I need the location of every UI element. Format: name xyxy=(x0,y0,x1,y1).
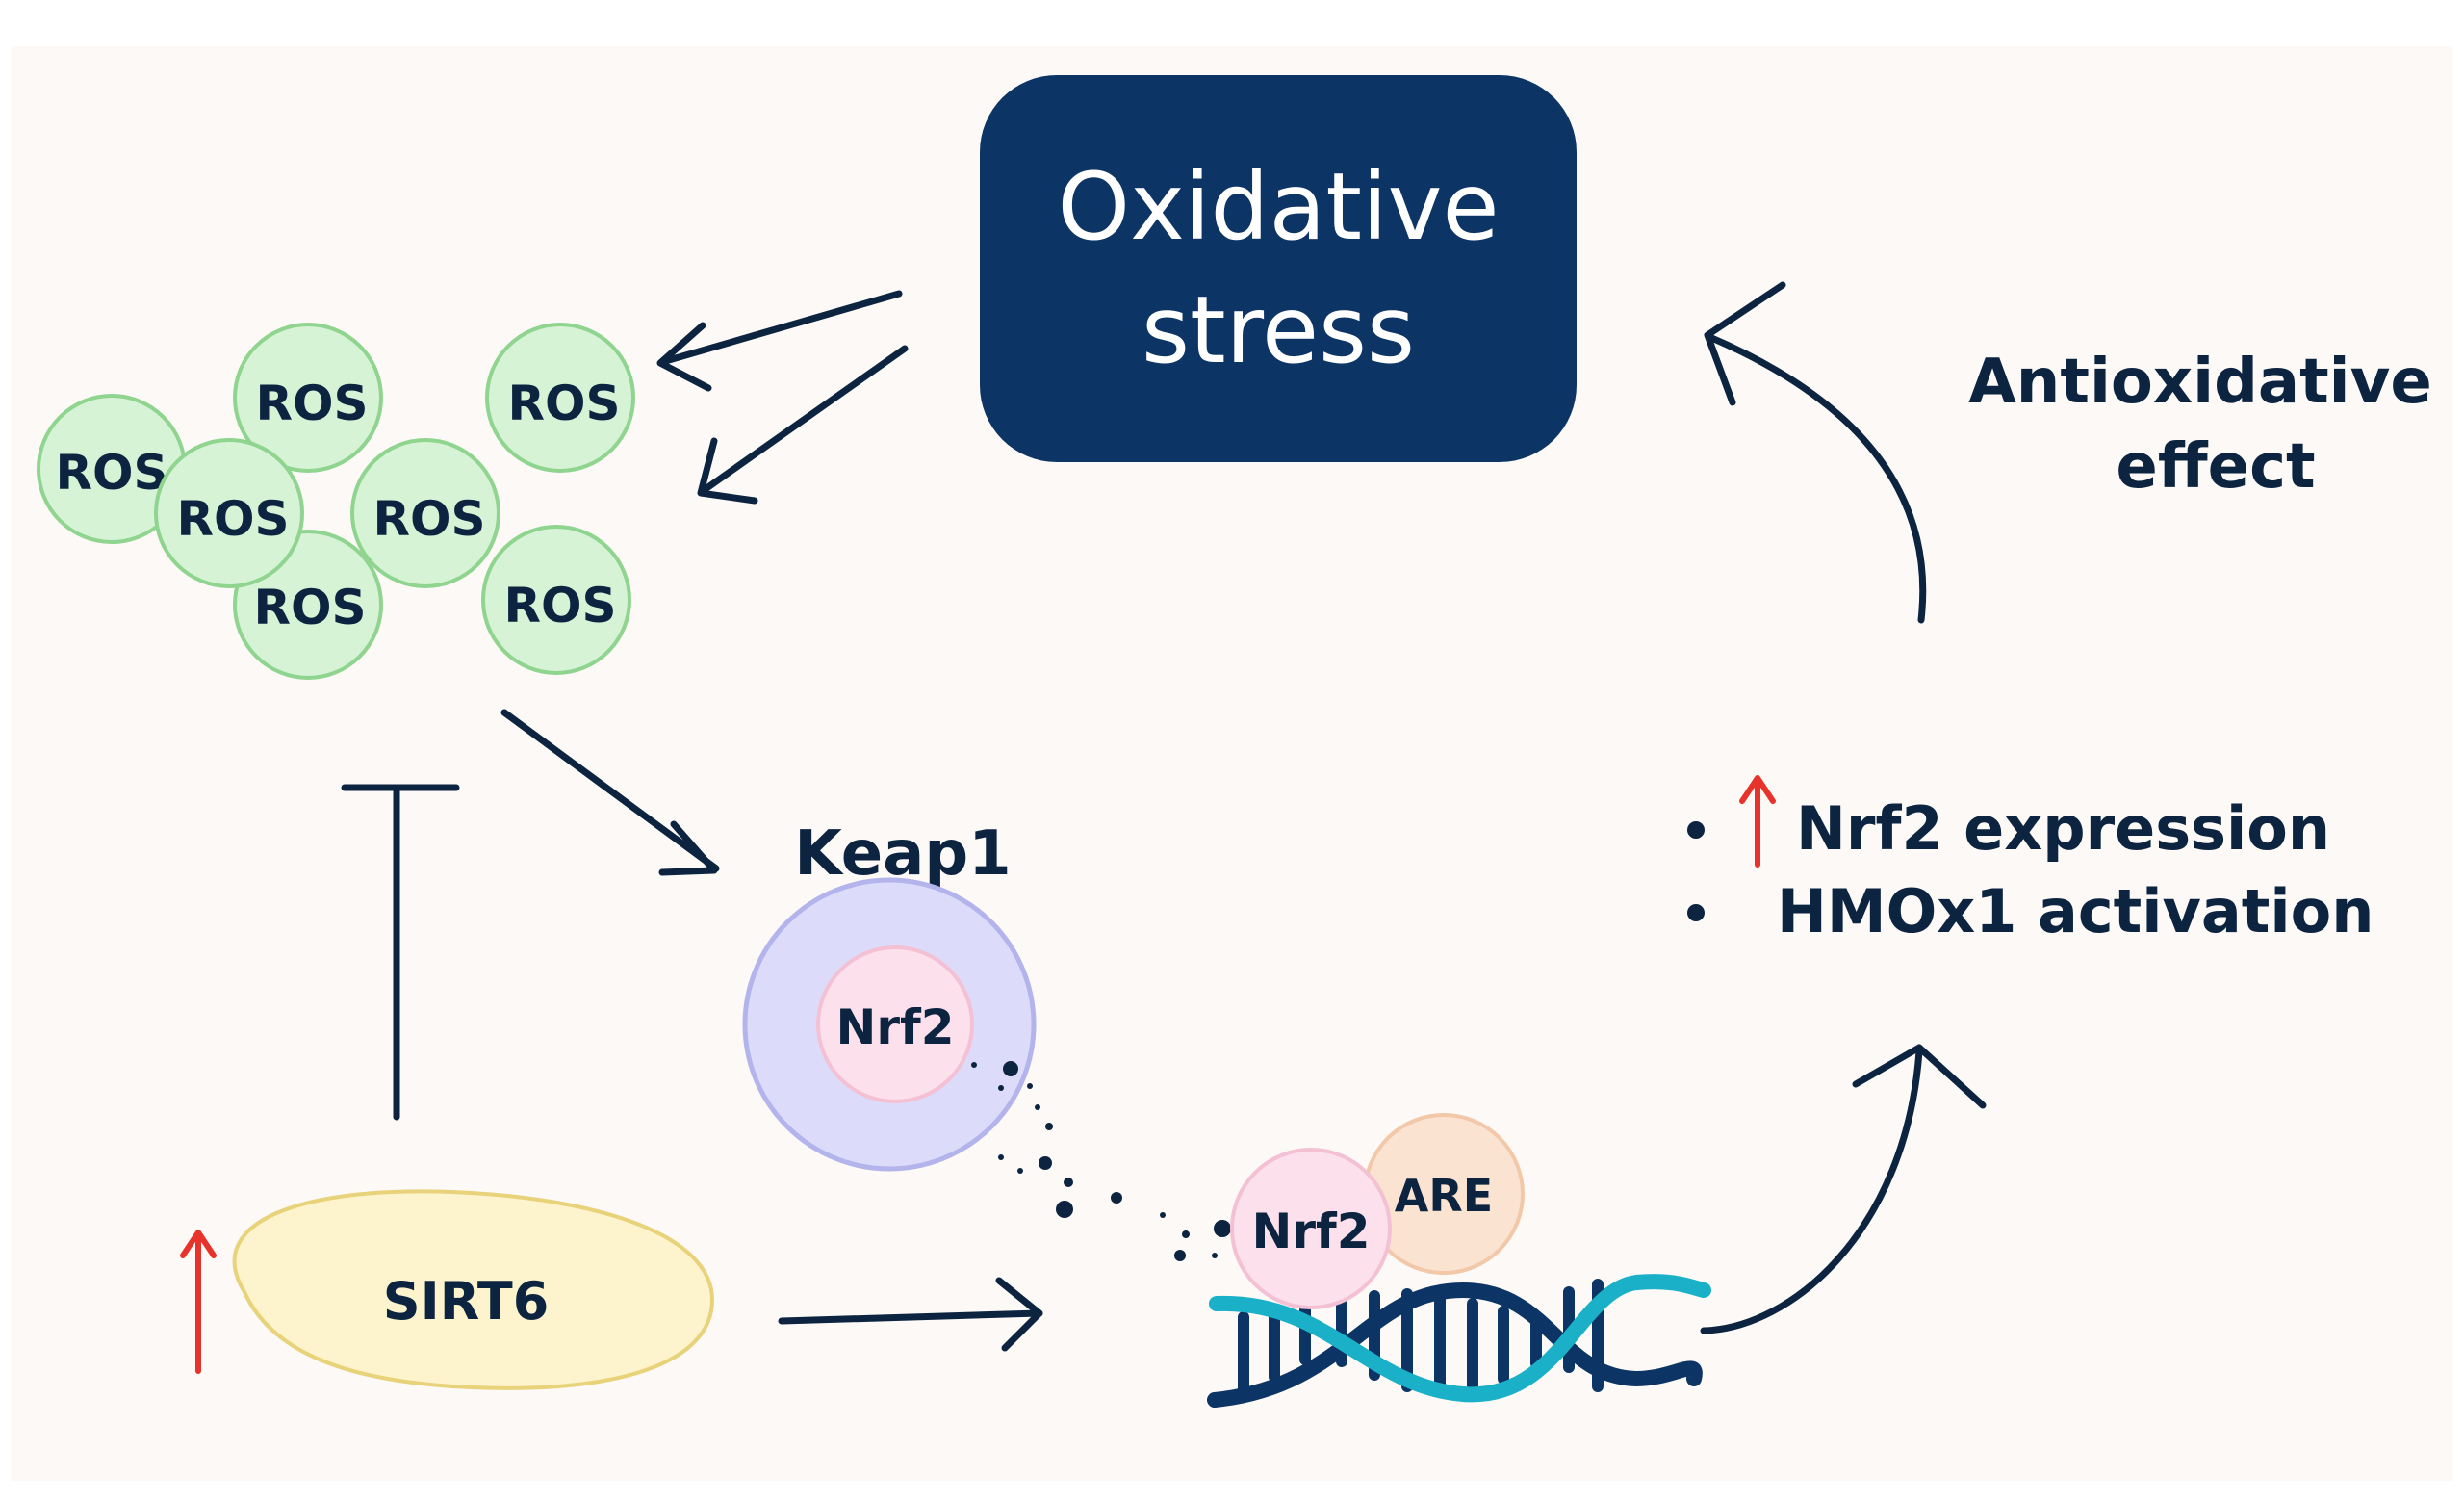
sirt6-to-dna-arrow xyxy=(778,1277,1043,1352)
bound-nrf2-label: Nrf2 xyxy=(1251,1204,1370,1259)
oxidative-stress-line1: Oxidative xyxy=(1058,153,1500,261)
sirt6-inhibits-ros xyxy=(341,784,460,1121)
are-circle: ARE xyxy=(1363,1113,1525,1275)
bullet-icon xyxy=(1687,904,1705,921)
keap1-nrf2-label: Nrf2 xyxy=(835,999,954,1055)
oxidative-stress-box: Oxidative stress xyxy=(980,75,1577,462)
antioxidative-line2: effect xyxy=(2116,431,2315,503)
svg-text:ROS: ROS xyxy=(503,578,616,634)
are-label: ARE xyxy=(1395,1170,1493,1222)
bullet-icon xyxy=(1687,821,1705,839)
ros-circle: ROS xyxy=(154,438,304,588)
sirt6-blob: SIRT6 xyxy=(232,1189,715,1390)
sirt6-label: SIRT6 xyxy=(383,1271,550,1332)
antioxidative-line1: Antioxidative xyxy=(1968,347,2431,418)
effect-nrf2-expression: Nrf2 expression xyxy=(1796,793,2330,864)
stress-to-ros-arrows xyxy=(656,290,909,505)
svg-text:ROS: ROS xyxy=(253,580,366,635)
nrf2-up-arrow-icon xyxy=(1739,775,1776,868)
keap1-nrf2-complex: Nrf2 xyxy=(742,877,1037,1172)
svg-text:ROS: ROS xyxy=(507,376,620,431)
ros-cluster: ROS ROS ROS ROS ROS ROS ROS xyxy=(37,323,635,680)
dna-helix-icon xyxy=(1207,1274,1711,1408)
dna-to-effects-arrow xyxy=(1700,1044,1987,1334)
ros-circle: ROS xyxy=(481,525,631,675)
ros-circle: ROS xyxy=(37,394,187,544)
oxidative-stress-line2: stress xyxy=(1142,276,1415,384)
svg-text:ROS: ROS xyxy=(255,376,368,431)
ros-circle: ROS xyxy=(233,323,383,473)
effects-to-stress-arrow xyxy=(1704,281,1927,624)
keap1-label: Keap1 xyxy=(794,818,1011,890)
bound-nrf2-circle: Nrf2 xyxy=(1230,1148,1392,1309)
ros-circle: ROS xyxy=(485,323,635,473)
svg-text:ROS: ROS xyxy=(372,491,485,547)
effects-list: Nrf2 expression HMOx1 activation xyxy=(1687,775,2374,946)
ros-to-keap1-arrow xyxy=(500,709,720,876)
effect-hmox1-activation: HMOx1 activation xyxy=(1777,876,2374,946)
ros-circle: ROS xyxy=(350,438,500,588)
sirt6-up-arrow-icon xyxy=(180,1230,217,1374)
svg-text:ROS: ROS xyxy=(55,445,167,501)
nrf2-release-dots xyxy=(971,1061,1231,1261)
svg-text:ROS: ROS xyxy=(176,491,289,547)
